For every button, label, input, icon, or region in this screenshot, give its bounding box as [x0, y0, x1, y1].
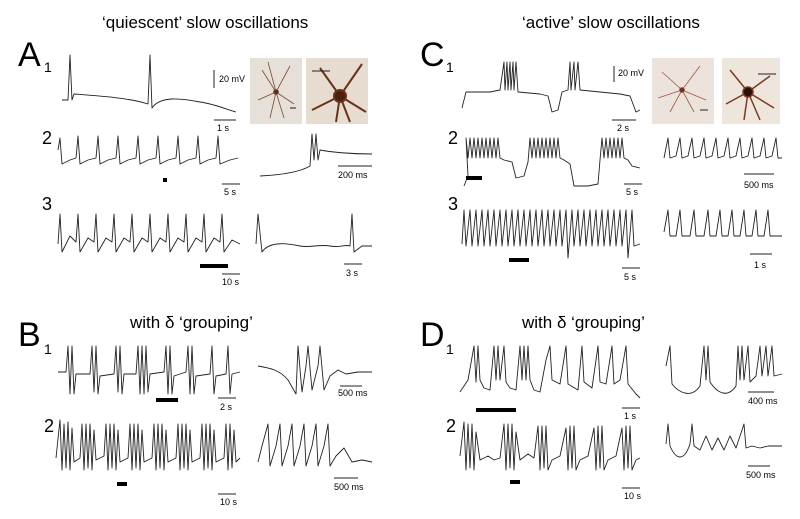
panel-D-title: with δ ‘grouping’: [521, 313, 645, 332]
scale-A1-time: 1 s: [217, 123, 230, 133]
scale-A1-voltage: 20 mV: [219, 74, 245, 84]
scale-C2-time: 5 s: [626, 187, 639, 197]
scale-C1-time: 2 s: [617, 123, 630, 133]
panel-C-subnumber: 1: [446, 59, 454, 75]
scale-D1-time: 1 s: [624, 411, 637, 421]
scale-C3-time: 5 s: [624, 272, 637, 282]
trace-A2: [57, 135, 239, 165]
scale-B2-expanded: 500 ms: [334, 482, 364, 492]
trace-A1: [62, 54, 237, 113]
scale-B1-time: 2 s: [220, 402, 233, 412]
scale-A3-expanded: 3 s: [346, 268, 359, 278]
scale-C3-expanded: 1 s: [754, 260, 767, 270]
scale-C2-expanded: 500 ms: [744, 180, 774, 190]
trace-A3: [57, 213, 241, 253]
trace-D2: [459, 421, 641, 471]
trace-B1: [58, 345, 241, 395]
panel-D-row-2: 2: [446, 416, 456, 436]
panel-B-title: with δ ‘grouping’: [129, 313, 253, 332]
trace-C1: [461, 61, 641, 113]
scale-A2-time: 5 s: [224, 187, 237, 197]
trace-C2-expanded: [663, 137, 782, 159]
scale-C1-voltage: 20 mV: [618, 68, 644, 78]
scale-B2-time: 10 s: [220, 497, 238, 507]
neuron-drawing-A-lowmag: [257, 61, 295, 119]
panel-C-letter: C: [420, 36, 445, 74]
panel-C-row-2: 2: [448, 128, 458, 148]
panel-A-row-2: 2: [42, 128, 52, 148]
panel-D-subnumber: 1: [446, 341, 454, 357]
panel-B-subnumber: 1: [44, 341, 52, 357]
trace-C2: [463, 137, 641, 187]
neuron-drawing-A-highmag: [311, 63, 367, 123]
panel-B-letter: B: [18, 316, 41, 354]
scale-D2-time: 10 s: [624, 491, 642, 501]
trace-D1: [459, 345, 641, 399]
trace-B2: [55, 419, 241, 471]
trace-B2-expanded: [257, 423, 373, 467]
neuron-drawing-C-lowmag: [657, 65, 707, 113]
trace-A3-expanded: [255, 213, 372, 253]
panel-A-row-3: 3: [42, 194, 52, 214]
panel-D-letter: D: [420, 316, 445, 354]
panel-C-title: ‘active’ slow oscillations: [522, 13, 700, 32]
trace-C3-expanded: [663, 209, 782, 237]
scale-B1-expanded: 500 ms: [338, 388, 368, 398]
expand-marker-A2: [163, 178, 167, 182]
trace-C3: [461, 209, 641, 259]
scale-D2-expanded: 500 ms: [746, 470, 776, 480]
neuron-drawing-C-highmag: [725, 69, 775, 121]
scale-D1-expanded: 400 ms: [748, 396, 778, 406]
scale-A3-time: 10 s: [222, 277, 240, 287]
trace-A2-expanded: [259, 133, 373, 177]
trace-D2-expanded: [665, 423, 782, 458]
panel-C-row-3: 3: [448, 194, 458, 214]
panel-A-letter: A: [18, 36, 41, 74]
panel-A-title: ‘quiescent’ slow oscillations: [102, 13, 308, 32]
trace-B1-expanded: [257, 345, 372, 395]
trace-D1-expanded: [665, 345, 783, 394]
panel-B-row-2: 2: [44, 416, 54, 436]
panel-A-subnumber: 1: [44, 59, 52, 75]
scale-A2-expanded: 200 ms: [338, 170, 368, 180]
